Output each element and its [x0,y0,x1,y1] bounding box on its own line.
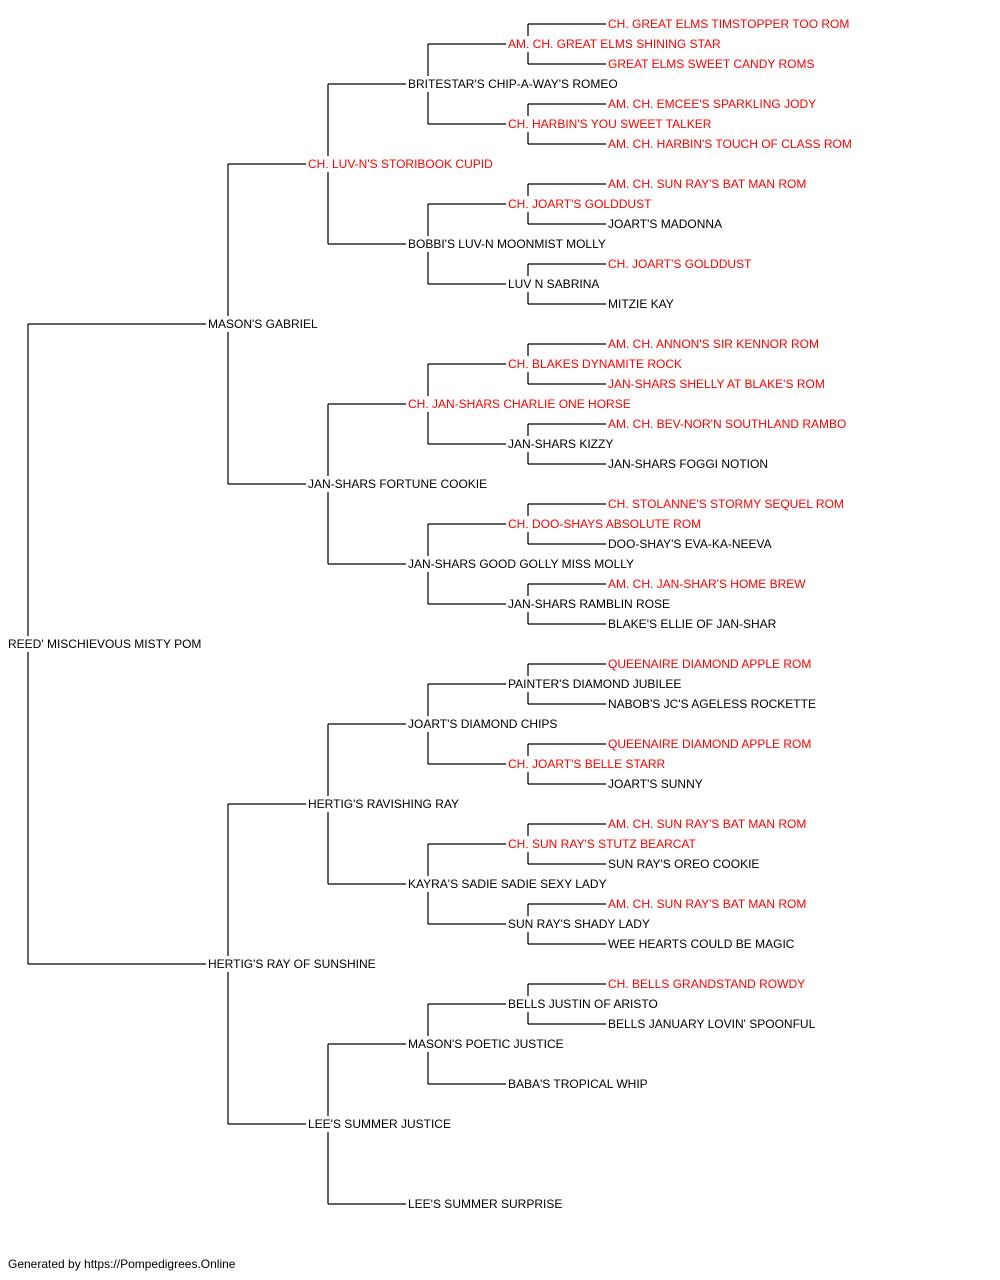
dog-name: AM. CH. BEV-NOR'N SOUTHLAND RAMBO [608,417,846,431]
dog-name: CH. JOART'S BELLE STARR [508,757,666,771]
dog-name: JAN-SHARS FOGGI NOTION [608,457,768,471]
dog-name: CH. STOLANNE'S STORMY SEQUEL ROM [608,497,844,511]
dog-name: GREAT ELMS SWEET CANDY ROMS [608,57,814,71]
dog-name: JAN-SHARS RAMBLIN ROSE [508,597,670,611]
dog-name: JAN-SHARS FORTUNE COOKIE [308,477,487,491]
dog-name: CH. SUN RAY'S STUTZ BEARCAT [508,837,697,851]
dog-name: BABA'S TROPICAL WHIP [508,1077,648,1091]
dog-name: CH. BELLS GRANDSTAND ROWDY [608,977,805,991]
dog-name: SUN RAY'S OREO COOKIE [608,857,759,871]
dog-name: REED' MISCHIEVOUS MISTY POM [8,637,201,651]
dog-name: CH. LUV-N'S STORIBOOK CUPID [308,157,493,171]
dog-name: MASON'S GABRIEL [208,317,318,331]
dog-name: LEE'S SUMMER JUSTICE [308,1117,451,1131]
dog-name: HERTIG'S RAVISHING RAY [308,797,459,811]
dog-name: BELLS JUSTIN OF ARISTO [508,997,658,1011]
dog-name: BELLS JANUARY LOVIN' SPOONFUL [608,1017,816,1031]
dog-name: CH. GREAT ELMS TIMSTOPPER TOO ROM [608,17,849,31]
dog-name: AM. CH. JAN-SHAR'S HOME BREW [608,577,806,591]
dog-name: WEE HEARTS COULD BE MAGIC [608,937,795,951]
dog-name: LUV N SABRINA [508,277,599,291]
dog-name: MITZIE KAY [608,297,674,311]
dog-name: CH. JAN-SHARS CHARLIE ONE HORSE [408,397,631,411]
dog-name: AM. CH. SUN RAY'S BAT MAN ROM [608,817,806,831]
dog-name: CH. DOO-SHAYS ABSOLUTE ROM [508,517,701,531]
dog-name: NABOB'S JC'S AGELESS ROCKETTE [608,697,816,711]
dog-name: CH. JOART'S GOLDDUST [508,197,652,211]
dog-name: JOART'S DIAMOND CHIPS [408,717,557,731]
dog-name: PAINTER'S DIAMOND JUBILEE [508,677,681,691]
dog-name: AM. CH. SUN RAY'S BAT MAN ROM [608,897,806,911]
dog-name: BLAKE'S ELLIE OF JAN-SHAR [608,617,777,631]
dog-name: CH. HARBIN'S YOU SWEET TALKER [508,117,712,131]
dog-name: AM. CH. EMCEE'S SPARKLING JODY [608,97,816,111]
dog-name: JOART'S MADONNA [608,217,722,231]
dog-name: CH. JOART'S GOLDDUST [608,257,752,271]
dog-name: SUN RAY'S SHADY LADY [508,917,650,931]
dog-name: AM. CH. ANNON'S SIR KENNOR ROM [608,337,819,351]
dog-name: JAN-SHARS KIZZY [508,437,613,451]
dog-name: HERTIG'S RAY OF SUNSHINE [208,957,376,971]
dog-name: AM. CH. GREAT ELMS SHINING STAR [508,37,721,51]
dog-name: QUEENAIRE DIAMOND APPLE ROM [608,657,811,671]
dog-name: LEE'S SUMMER SURPRISE [408,1197,562,1211]
dog-name: BRITESTAR'S CHIP-A-WAY'S ROMEO [408,77,618,91]
dog-name: QUEENAIRE DIAMOND APPLE ROM [608,737,811,751]
dog-name: BOBBI'S LUV-N MOONMIST MOLLY [408,237,606,251]
dog-name: KAYRA'S SADIE SADIE SEXY LADY [408,877,607,891]
dog-name: AM. CH. HARBIN'S TOUCH OF CLASS ROM [608,137,852,151]
dog-name: CH. BLAKES DYNAMITE ROCK [508,357,682,371]
dog-name: DOO-SHAY'S EVA-KA-NEEVA [608,537,772,551]
dog-name: JAN-SHARS SHELLY AT BLAKE'S ROM [608,377,825,391]
dog-name: JAN-SHARS GOOD GOLLY MISS MOLLY [408,557,634,571]
dog-name: JOART'S SUNNY [608,777,703,791]
dog-name: MASON'S POETIC JUSTICE [408,1037,564,1051]
dog-name: AM. CH. SUN RAY'S BAT MAN ROM [608,177,806,191]
footer-credit: Generated by https://Pompedigrees.Online [8,1257,236,1271]
